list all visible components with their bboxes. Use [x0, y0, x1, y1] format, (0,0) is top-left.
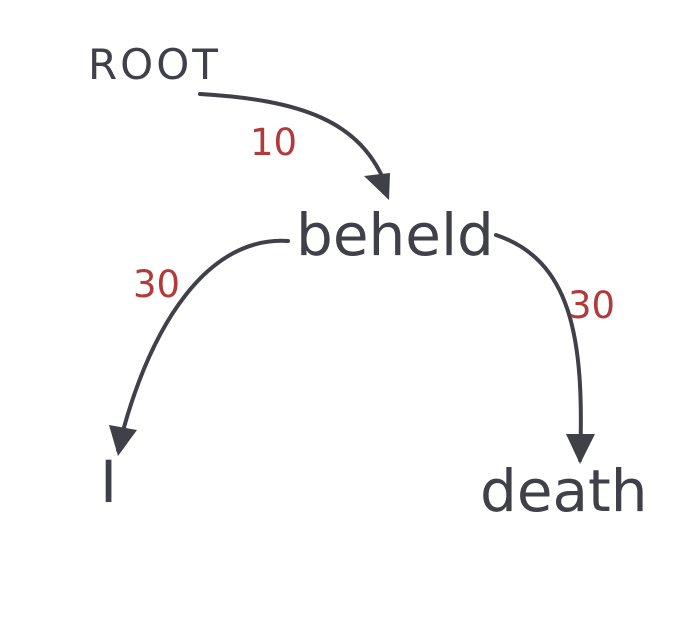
- edge-beheld-to-death: [494, 233, 583, 462]
- root-node-label: ROOT: [88, 40, 221, 89]
- beheld-node-label: beheld: [296, 201, 494, 269]
- arrowhead-beheld: [364, 173, 390, 200]
- edge-beheld-to-i: [116, 238, 290, 452]
- arrowhead-i: [109, 425, 137, 456]
- edge-weight-root-beheld: 10: [250, 121, 298, 164]
- arrowhead-death: [566, 434, 595, 464]
- edge-root-to-beheld: [198, 92, 388, 187]
- i-node-label: I: [100, 448, 118, 516]
- death-node-label: death: [480, 457, 648, 525]
- edge-weight-beheld-death: 30: [568, 284, 616, 327]
- edge-weight-beheld-i: 30: [133, 263, 181, 306]
